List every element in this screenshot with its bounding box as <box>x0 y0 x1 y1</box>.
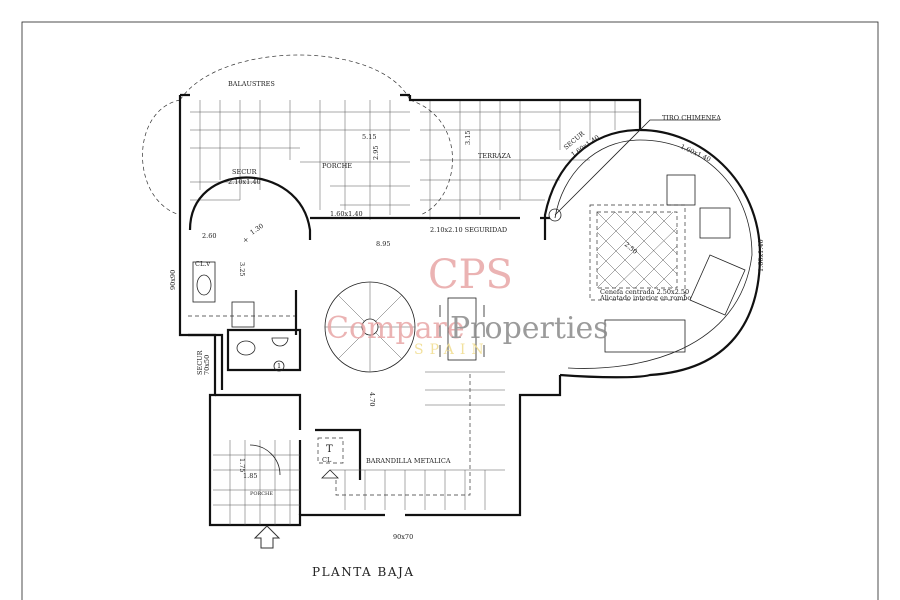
dim-8-95: 8.95 <box>376 240 390 248</box>
label-secur-bath: SECUR <box>196 349 204 375</box>
label-cl-kitchen: CL.v <box>195 260 210 268</box>
dim-2-60: 2.60 <box>202 232 216 240</box>
stair-arrow <box>321 469 339 479</box>
label-window-seguridad: 2.10x2.10 SEGURIDAD <box>430 226 507 234</box>
bath-number-circle <box>273 360 285 372</box>
dim-5-15: 5.15 <box>362 133 376 141</box>
rug-rhombus-pattern <box>596 211 678 289</box>
label-window-porche: 1.60x1.40 <box>330 210 363 218</box>
dim-1-75: 1.75 <box>238 458 246 472</box>
porch-balustrade-left <box>142 99 181 216</box>
label-secur-top: SECUR <box>232 168 258 176</box>
label-barandilla: BARANDILLA METALICA <box>366 457 451 465</box>
sheet-border <box>21 21 879 600</box>
armchair-1 <box>666 174 696 206</box>
spiral-staircase <box>324 281 416 373</box>
label-window-bottom: 90x70 <box>393 533 413 541</box>
entrance-arrow-icon <box>253 525 281 549</box>
porch-balustrade-right <box>409 99 453 216</box>
dim-1-30: 1.30 <box>249 222 265 237</box>
toilet <box>236 340 256 356</box>
watermark-monogram: CPS <box>428 252 513 298</box>
rug-outer <box>589 204 686 301</box>
kitchen-sink <box>192 261 216 303</box>
dim-2-50: 2.50 <box>623 240 639 255</box>
dim-3-15: 3.15 <box>464 131 472 145</box>
label-window-living-3: 1.60x1.40 <box>757 239 765 272</box>
dim-1-85: 1.85 <box>243 472 257 480</box>
stair-direction-line <box>335 372 471 496</box>
label-door-top: 2.10x1.40 <box>228 178 261 186</box>
dim-3-25: 3.25 <box>238 262 246 276</box>
entry-stairs <box>330 371 505 510</box>
label-rug-note-2: Alicatado interior en rombo <box>599 294 691 302</box>
drawing-title: PLANTA BAJA <box>312 565 415 579</box>
label-rug-note-1: Cenefa centrada 2.50x2.50 <box>600 288 689 296</box>
label-balaustres: BALAUSTRES <box>228 80 275 88</box>
walls <box>178 93 762 527</box>
closet <box>317 437 344 464</box>
chimney-leader <box>554 119 720 216</box>
dim-x-mark: × <box>243 236 248 244</box>
loveseat <box>689 254 746 316</box>
label-window-bath: 70x50 <box>203 355 211 375</box>
label-tiro-chimenea: TIRO CHIMENEA <box>662 114 721 122</box>
entry-porch-tiles <box>213 440 300 525</box>
watermark-brand-compare: Compare <box>326 311 465 346</box>
label-stair-t: T <box>326 444 333 455</box>
chimney-flue <box>548 208 562 222</box>
watermark-brand-spain: SPAIN <box>414 342 490 358</box>
bath-basin <box>271 337 289 347</box>
porch-balustrade-top <box>179 54 411 101</box>
sink-basin <box>196 274 212 296</box>
dim-4-70: 4.70 <box>368 392 376 406</box>
armchair-2 <box>699 207 731 239</box>
watermark-brand-properties: Properties <box>450 311 609 346</box>
label-window-kitchen: 90x90 <box>169 270 177 290</box>
porch-tile-grid <box>190 100 640 220</box>
dim-2-95: 2.95 <box>372 146 380 160</box>
label-bath-number: 1 <box>277 362 281 370</box>
label-terraza: TERRAZA <box>478 152 511 160</box>
label-cl-stair: CL <box>322 456 332 464</box>
cooktop <box>231 301 255 328</box>
sofa <box>604 319 686 353</box>
watermark-logo: CPS Compare Properties SPAIN <box>326 252 609 358</box>
dining-chairs <box>439 305 485 357</box>
entry-door-swing <box>249 444 281 476</box>
label-porche-entry: PORCHE <box>250 491 273 497</box>
label-porche: PORCHE <box>322 162 352 170</box>
dining-table <box>447 297 477 361</box>
